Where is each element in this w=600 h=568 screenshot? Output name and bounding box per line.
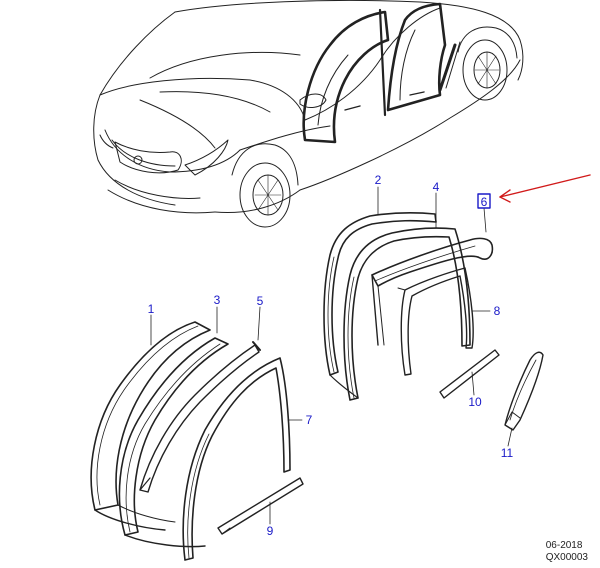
leader-11 [507, 427, 513, 447]
part-3-front-door-inner-seal [118, 337, 229, 548]
part-5-front-glass-run [139, 341, 261, 493]
callout-1: 1 [148, 302, 155, 316]
part-2-rear-door-seal [323, 211, 437, 399]
callout-2: 2 [375, 173, 382, 187]
vehicle-illustration [93, 0, 524, 228]
callouts: 1 2 3 4 5 6 7 8 9 10 11 [148, 173, 514, 538]
leader-lines [150, 186, 513, 525]
callout-8: 8 [494, 304, 501, 318]
callout-6-highlight-box [477, 193, 491, 209]
callout-10: 10 [468, 395, 482, 409]
leader-6 [483, 207, 487, 233]
leader-10 [471, 371, 475, 396]
callout-11: 11 [501, 446, 514, 460]
leader-5 [257, 306, 261, 341]
callout-4: 4 [433, 180, 440, 194]
diagram-footer: 06-2018 QX00003 [546, 540, 588, 564]
callout-6: 6 [481, 195, 488, 209]
footer-code: QX00003 [545, 552, 588, 563]
part-1-front-door-seal [90, 321, 211, 531]
red-pointer-arrow [499, 174, 591, 203]
footer-date: 06-2018 [545, 540, 583, 551]
callout-5: 5 [257, 294, 264, 308]
part-10-rear-belt-strip [439, 349, 500, 399]
callout-3: 3 [214, 293, 221, 307]
part-6-rear-quarter-trim [371, 237, 494, 346]
part-7-front-frame-seal [182, 357, 291, 561]
callout-7: 7 [306, 413, 313, 427]
callout-9: 9 [267, 524, 274, 538]
part-9-front-belt-strip [217, 477, 304, 535]
part-8-rear-glass-run [397, 267, 474, 376]
part-11-rear-pillar-seal [504, 351, 544, 431]
